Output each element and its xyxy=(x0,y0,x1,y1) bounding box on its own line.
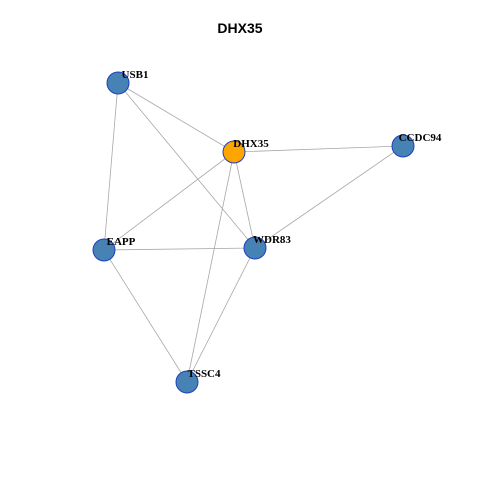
edge-usb1-wdr83 xyxy=(117,82,256,249)
node-label-eapp: EAPP xyxy=(107,236,136,248)
node-circle-eapp[interactable] xyxy=(92,238,116,262)
edge-dhx35-eapp xyxy=(103,151,235,251)
node-label-tssc4: TSSC4 xyxy=(187,368,221,380)
node-usb1[interactable]: USB1 xyxy=(106,69,149,95)
node-label-dhx35: DHX35 xyxy=(233,138,269,150)
diagram-title: DHX35 xyxy=(217,20,263,36)
node-label-usb1: USB1 xyxy=(122,69,149,81)
node-circle-ccdc94[interactable] xyxy=(391,134,415,158)
edge-usb1-dhx35 xyxy=(117,82,235,153)
edge-wdr83-tssc4 xyxy=(186,247,256,383)
edge-dhx35-ccdc94 xyxy=(233,145,404,153)
node-tssc4[interactable]: TSSC4 xyxy=(175,368,221,394)
edge-usb1-eapp xyxy=(103,82,119,251)
node-circle-usb1[interactable] xyxy=(106,71,130,95)
node-ccdc94[interactable]: CCDC94 xyxy=(391,132,442,158)
node-label-wdr83: WDR83 xyxy=(253,234,291,246)
node-wdr83[interactable]: WDR83 xyxy=(243,234,291,260)
edge-eapp-tssc4 xyxy=(103,249,188,383)
node-circle-wdr83[interactable] xyxy=(243,236,267,260)
edge-eapp-wdr83 xyxy=(103,247,256,251)
node-label-ccdc94: CCDC94 xyxy=(399,132,442,144)
node-circle-dhx35[interactable] xyxy=(222,140,246,164)
node-eapp[interactable]: EAPP xyxy=(92,236,136,262)
edge-dhx35-wdr83 xyxy=(233,151,256,249)
edge-layer xyxy=(103,82,404,383)
node-dhx35[interactable]: DHX35 xyxy=(222,138,269,164)
node-circle-tssc4[interactable] xyxy=(175,370,199,394)
edge-ccdc94-wdr83 xyxy=(254,145,404,249)
edge-dhx35-tssc4 xyxy=(186,151,235,383)
